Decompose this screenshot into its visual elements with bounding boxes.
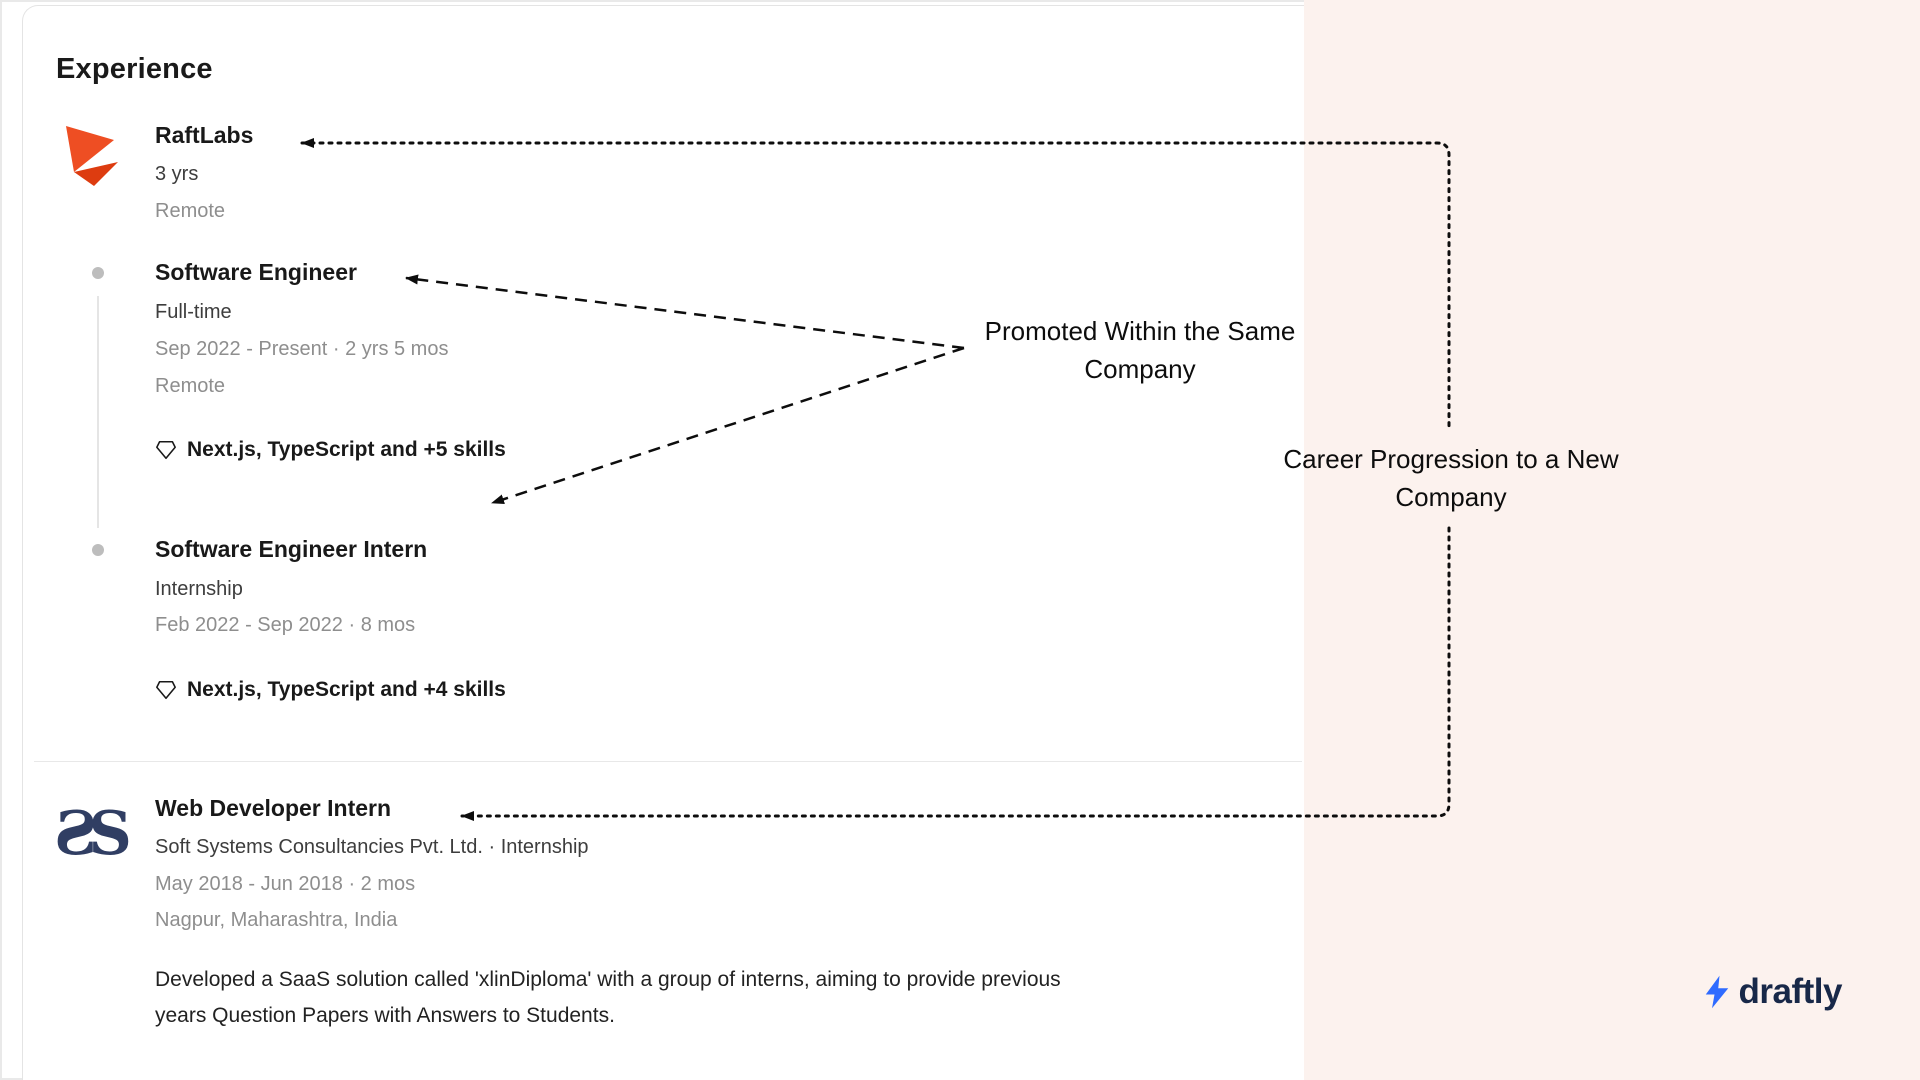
promotion-annotation-label: Promoted Within the Same Company	[940, 312, 1340, 388]
role-employment-type: Internship	[155, 578, 243, 600]
draftly-logo[interactable]: draftly	[1702, 972, 1843, 1012]
skills-row[interactable]: Next.js, TypeScript and +5 skills	[155, 438, 506, 462]
role-title[interactable]: Software Engineer Intern	[155, 536, 428, 562]
soft-systems-logo-glyph: S	[54, 799, 98, 869]
role-title[interactable]: Web Developer Intern	[155, 795, 392, 821]
role-title[interactable]: Software Engineer	[155, 259, 357, 285]
skills-row[interactable]: Next.js, TypeScript and +4 skills	[155, 678, 506, 702]
promotion-annotation-line1: Promoted Within the Same	[984, 316, 1296, 346]
skills-diamond-icon	[156, 680, 176, 700]
role-location: Remote	[155, 375, 226, 397]
lightning-bolt-icon	[1705, 975, 1728, 1009]
background-panel	[1304, 0, 1920, 1080]
raftlabs-logo-icon	[66, 126, 118, 186]
role-dates: May 2018 - Jun 2018 · 2 mos	[155, 873, 416, 895]
skills-text: Next.js, TypeScript and +4 skills	[187, 678, 506, 701]
promotion-annotation-line2: Company	[1084, 354, 1196, 384]
entry-divider	[34, 761, 1302, 762]
timeline-connector	[97, 296, 99, 528]
timeline-dot	[92, 544, 104, 556]
timeline-dot	[92, 267, 104, 279]
company-total-duration: 3 yrs	[155, 163, 199, 185]
company-and-type: Soft Systems Consultancies Pvt. Ltd. · I…	[155, 836, 589, 858]
raftlabs-company-logo[interactable]	[58, 118, 130, 198]
career-annotation-line1: Career Progression to a New	[1283, 444, 1619, 474]
role-dates: Feb 2022 - Sep 2022 · 8 mos	[155, 614, 416, 636]
skills-diamond-icon	[156, 440, 176, 460]
company-name[interactable]: RaftLabs	[155, 122, 254, 148]
role-location: Nagpur, Maharashtra, India	[155, 909, 398, 931]
role-employment-type: Full-time	[155, 301, 232, 323]
role-description: Developed a SaaS solution called 'xlinDi…	[155, 968, 1061, 1027]
role-dates: Sep 2022 - Present · 2 yrs 5 mos	[155, 338, 449, 360]
soft-systems-logo-glyph: S	[88, 799, 132, 869]
skills-text: Next.js, TypeScript and +5 skills	[187, 438, 506, 461]
experience-section-title: Experience	[56, 53, 213, 85]
company-location: Remote	[155, 200, 226, 222]
career-annotation-line2: Company	[1395, 482, 1507, 512]
draftly-logo-text: draftly	[1738, 972, 1843, 1011]
career-annotation-label: Career Progression to a New Company	[1250, 440, 1652, 516]
